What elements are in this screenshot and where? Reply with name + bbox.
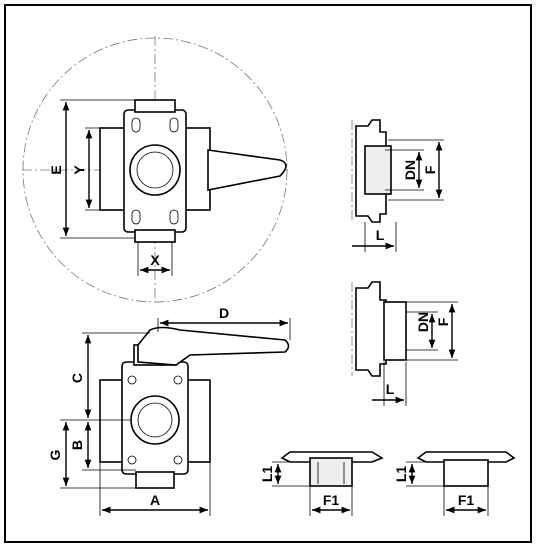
top-view-top-connector xyxy=(134,99,176,113)
top-view-right-flange xyxy=(183,127,211,211)
label-Y: Y xyxy=(71,165,87,175)
label-DN-top: DN xyxy=(402,160,418,180)
front-view xyxy=(99,326,290,489)
front-view-left-flange xyxy=(99,379,125,463)
top-view-left-flange xyxy=(99,127,127,211)
label-F1-right: F1 xyxy=(458,492,475,508)
label-F-top: F xyxy=(422,165,438,174)
label-L1-left: L1 xyxy=(259,466,275,483)
label-X: X xyxy=(150,252,160,268)
top-view-bore-outer xyxy=(129,144,181,196)
label-F-mid: F xyxy=(435,317,451,326)
label-A: A xyxy=(150,492,160,508)
label-L1-right: L1 xyxy=(393,466,409,483)
top-view-bottom-connector xyxy=(134,229,176,243)
front-view-right-flange xyxy=(185,379,211,463)
label-DN-mid: DN xyxy=(415,312,431,332)
front-view-bottom-connector xyxy=(135,471,175,489)
label-C: C xyxy=(69,373,85,383)
label-L-mid: L xyxy=(386,381,395,397)
label-G: G xyxy=(47,449,63,460)
label-L-top: L xyxy=(376,227,385,243)
threaded-connector-detail xyxy=(351,119,392,223)
spigot-connector-flange xyxy=(355,281,387,377)
label-D: D xyxy=(219,305,229,321)
top-view xyxy=(22,36,288,303)
label-B: B xyxy=(69,440,85,450)
bottom-socket-detail-left xyxy=(280,451,384,487)
spigot-connector-pipe xyxy=(383,301,407,361)
bottom-socket-left-insert xyxy=(309,457,353,487)
front-view-handle xyxy=(137,326,290,366)
label-E: E xyxy=(48,165,64,174)
label-F1-left: F1 xyxy=(323,492,340,508)
bottom-socket-right-pipe xyxy=(443,459,489,487)
top-view-handle xyxy=(207,149,287,191)
front-view-bore-inner xyxy=(137,402,173,438)
drawing-frame xyxy=(4,4,532,543)
spigot-connector-detail xyxy=(351,281,407,377)
bottom-socket-detail-right xyxy=(416,451,516,487)
threaded-connector-insert xyxy=(364,145,392,195)
top-view-bore-inner xyxy=(136,151,174,189)
